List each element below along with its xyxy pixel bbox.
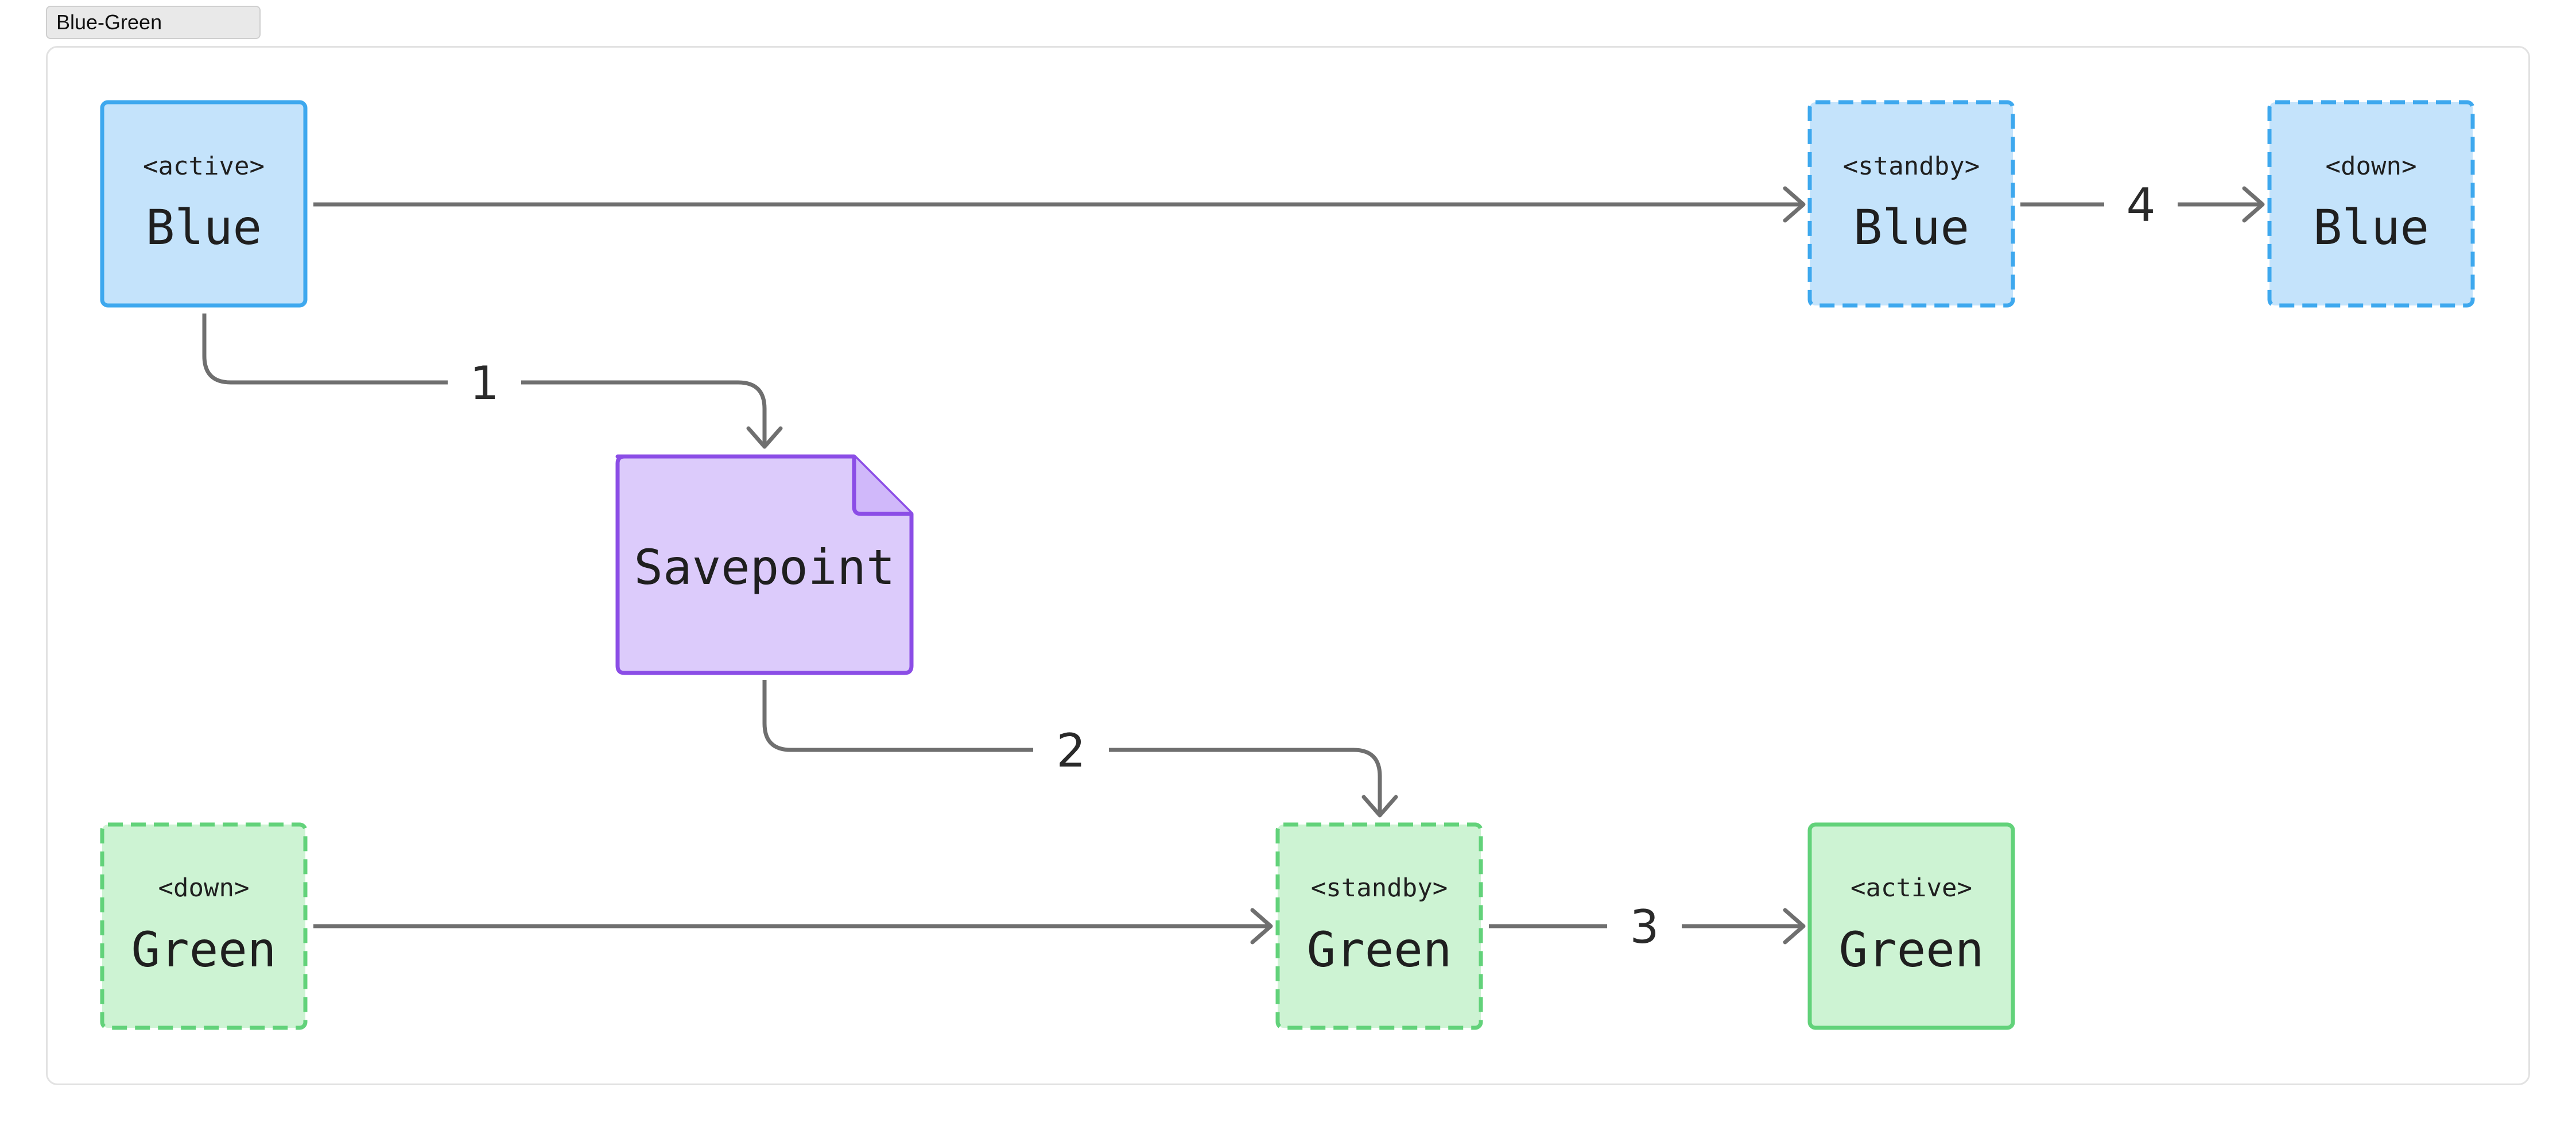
node-state-label: <active> bbox=[143, 152, 265, 181]
edge-blue-active-to-standby bbox=[313, 186, 1806, 223]
node-green-standby[interactable]: <standby> Green bbox=[1275, 822, 1483, 1030]
node-state-label: <standby> bbox=[1311, 873, 1448, 903]
edge-label-4: 4 bbox=[2127, 179, 2156, 232]
node-blue-standby[interactable]: <standby> Blue bbox=[1807, 100, 2015, 308]
node-state-label: <active> bbox=[1850, 873, 1972, 903]
edge-label-3: 3 bbox=[1630, 900, 1659, 954]
edge-blue-to-savepoint: 1 bbox=[202, 314, 783, 449]
node-name-label: Green bbox=[131, 922, 277, 978]
node-blue-down[interactable]: <down> Blue bbox=[2267, 100, 2475, 308]
edge-savepoint-to-green-standby: 2 bbox=[762, 680, 1398, 818]
node-savepoint[interactable]: Savepoint bbox=[615, 454, 914, 675]
node-blue-active[interactable]: <active> Blue bbox=[100, 100, 308, 308]
node-state-label: <down> bbox=[2326, 152, 2417, 181]
node-state-label: <standby> bbox=[1843, 152, 1980, 181]
edge-label-1: 1 bbox=[470, 357, 499, 410]
node-name-label: Savepoint bbox=[634, 539, 895, 595]
node-name-label: Blue bbox=[146, 199, 262, 256]
edge-green-standby-to-active: 3 bbox=[1489, 900, 1806, 954]
edge-label-2: 2 bbox=[1057, 724, 1086, 777]
edge-blue-standby-to-down: 4 bbox=[2020, 179, 2265, 232]
node-name-label: Blue bbox=[1853, 199, 1969, 256]
node-green-down[interactable]: <down> Green bbox=[100, 822, 308, 1030]
node-name-label: Blue bbox=[2313, 199, 2429, 256]
diagram-tab[interactable]: Blue-Green bbox=[46, 6, 261, 39]
edge-green-down-to-standby bbox=[313, 908, 1273, 945]
node-name-label: Green bbox=[1307, 922, 1452, 978]
node-name-label: Green bbox=[1839, 922, 1984, 978]
node-green-active[interactable]: <active> Green bbox=[1807, 822, 2015, 1030]
node-state-label: <down> bbox=[158, 873, 250, 903]
